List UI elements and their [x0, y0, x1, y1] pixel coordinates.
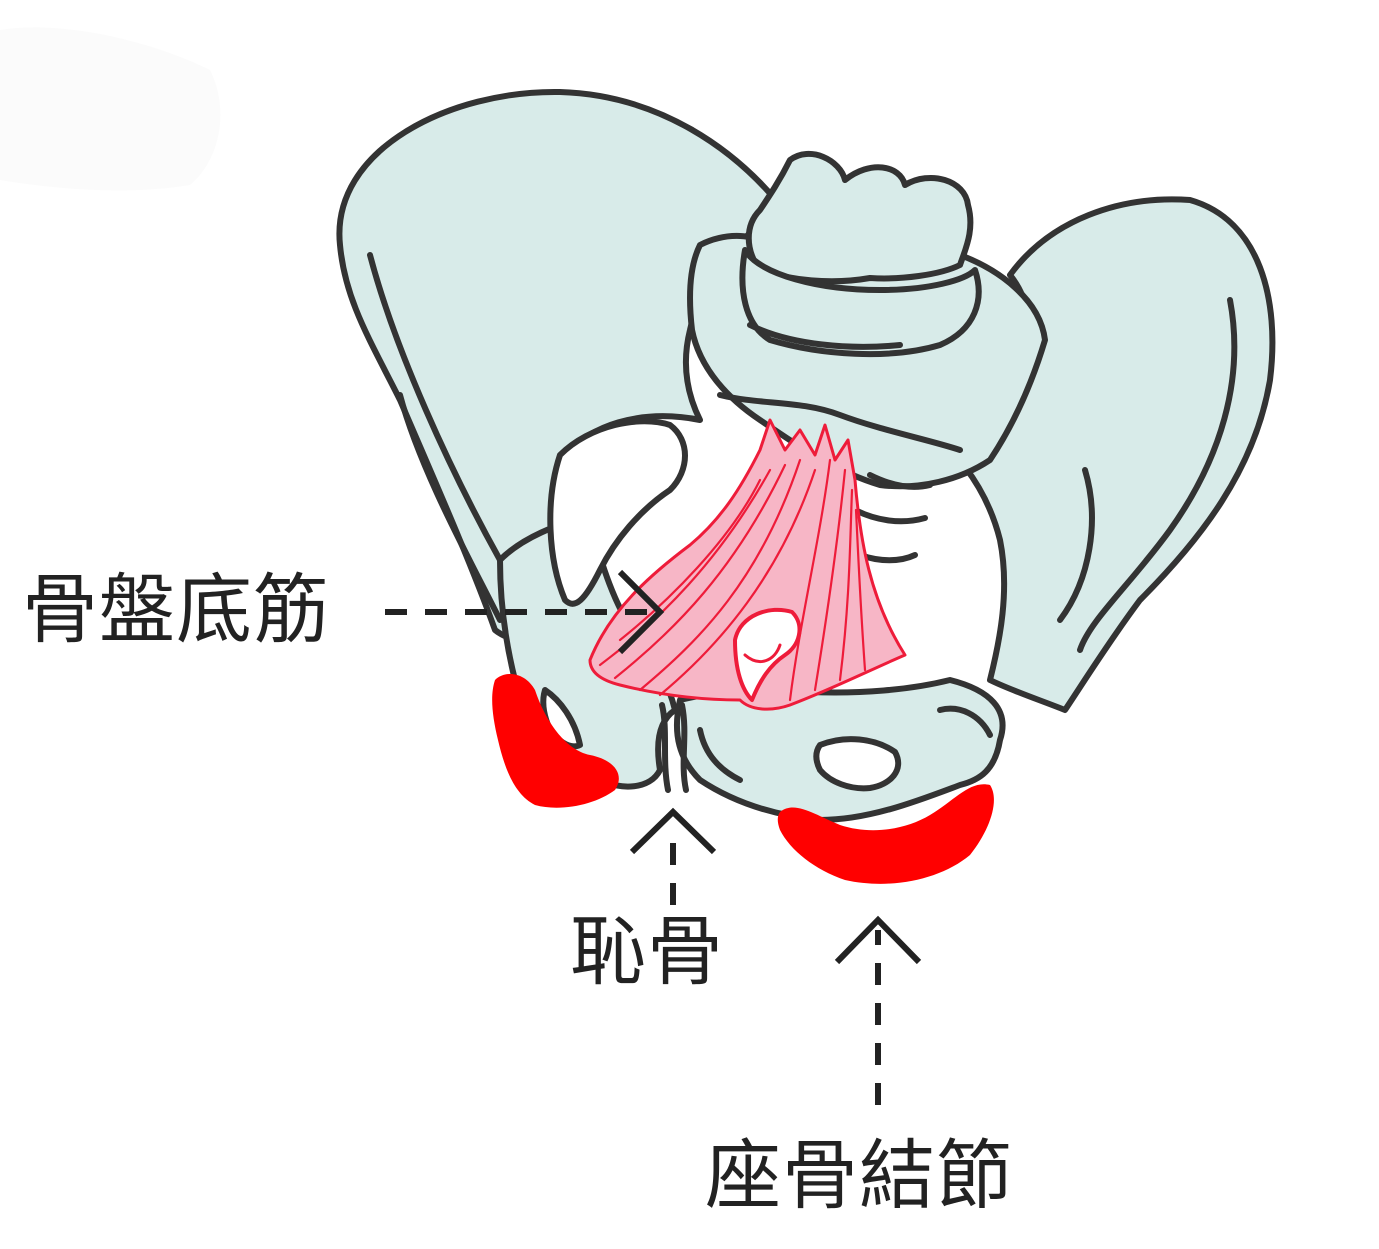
pelvic-floor-muscle: [588, 418, 907, 711]
label-ischial-tuberosity: 座骨結節: [705, 1131, 1013, 1220]
left-ilium: [336, 88, 783, 643]
arrow-pubis: [629, 807, 717, 905]
arrow-ischial-tuberosity: [834, 915, 922, 1105]
pubic-symphysis: [659, 702, 689, 793]
left-ischial-tuberosity: [492, 674, 619, 808]
lumbar-vertebra: [739, 151, 982, 358]
label-pubis: 恥骨: [570, 907, 724, 996]
right-pubic-ramus: [674, 677, 1006, 823]
right-ischial-tuberosity: [777, 784, 994, 884]
arrow-pelvic-floor: [385, 569, 665, 655]
label-pelvic-floor: 骨盤底筋: [22, 565, 330, 654]
background-smudge: [0, 27, 221, 191]
